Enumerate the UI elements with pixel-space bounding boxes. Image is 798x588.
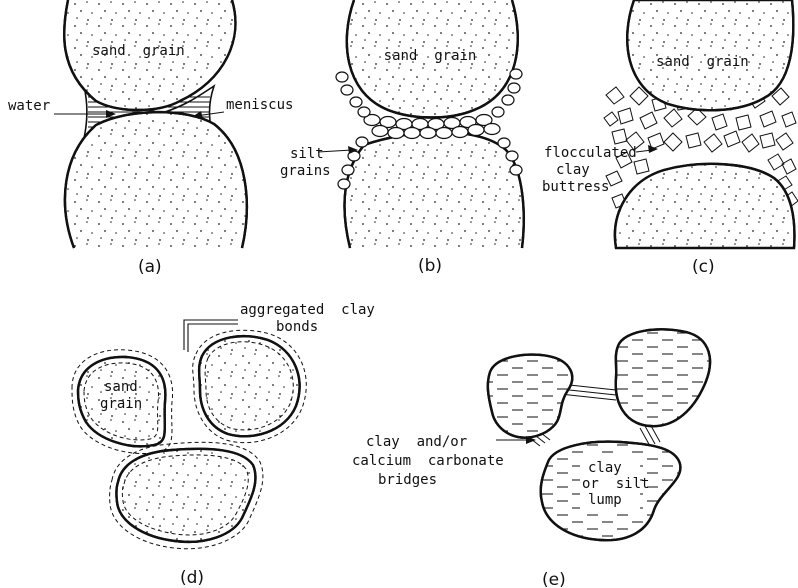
bridges-label-line1: clay and/or — [366, 434, 467, 450]
panel-c: sand grain flocculated clay buttress (c) — [542, 0, 798, 277]
caption-d: (d) — [180, 568, 204, 588]
bridges-label-line2: calcium carbonate — [352, 453, 504, 469]
clay-label-line3: buttress — [542, 179, 609, 195]
sand-grain-right-d — [193, 330, 307, 442]
sand-grain-label-a: sand grain — [92, 43, 185, 59]
water-label: water — [8, 98, 50, 114]
sand-grain-bottom-d — [110, 442, 263, 548]
panel-d: aggregated clay bonds sand grain (d) — [72, 302, 375, 588]
lump-label-line2: or silt — [582, 476, 649, 492]
caption-c: (c) — [692, 257, 715, 277]
clay-label-line1: flocculated — [544, 145, 637, 161]
panel-e: clay or silt lump clay and/or calcium ca… — [352, 329, 710, 588]
sand-grain-label-c: sand grain — [656, 54, 749, 70]
caption-b: (b) — [418, 256, 442, 276]
sand-grain-label-d-line1: sand — [104, 379, 138, 395]
lump-label-line1: clay — [588, 460, 622, 476]
caption-a: (a) — [138, 257, 162, 277]
silt-label-line2: grains — [280, 163, 331, 179]
sand-grain-label-d-line2: grain — [100, 396, 142, 412]
panel-b: sand grain silt grains (b) — [280, 0, 535, 276]
clay-arrowhead — [648, 145, 658, 153]
sand-grain-bottom-c — [615, 164, 795, 248]
meniscus-label: meniscus — [226, 97, 293, 113]
clay-label-line2: clay — [556, 162, 590, 178]
silt-label-line1: silt — [290, 146, 324, 162]
aggregated-clay-bonds-label-line1: aggregated clay — [240, 302, 375, 318]
bridges-label-line3: bridges — [378, 472, 437, 488]
aggregated-clay-bonds-label-line2: bonds — [276, 319, 318, 335]
clay-lump-upper-left — [488, 355, 572, 438]
lump-label-line3: lump — [588, 492, 622, 508]
caption-e: (e) — [542, 570, 566, 588]
sand-grain-label-b: sand grain — [384, 48, 477, 64]
clay-lump-upper-right — [616, 329, 710, 426]
panel-a: sand grain water meniscus (a) — [8, 0, 293, 277]
